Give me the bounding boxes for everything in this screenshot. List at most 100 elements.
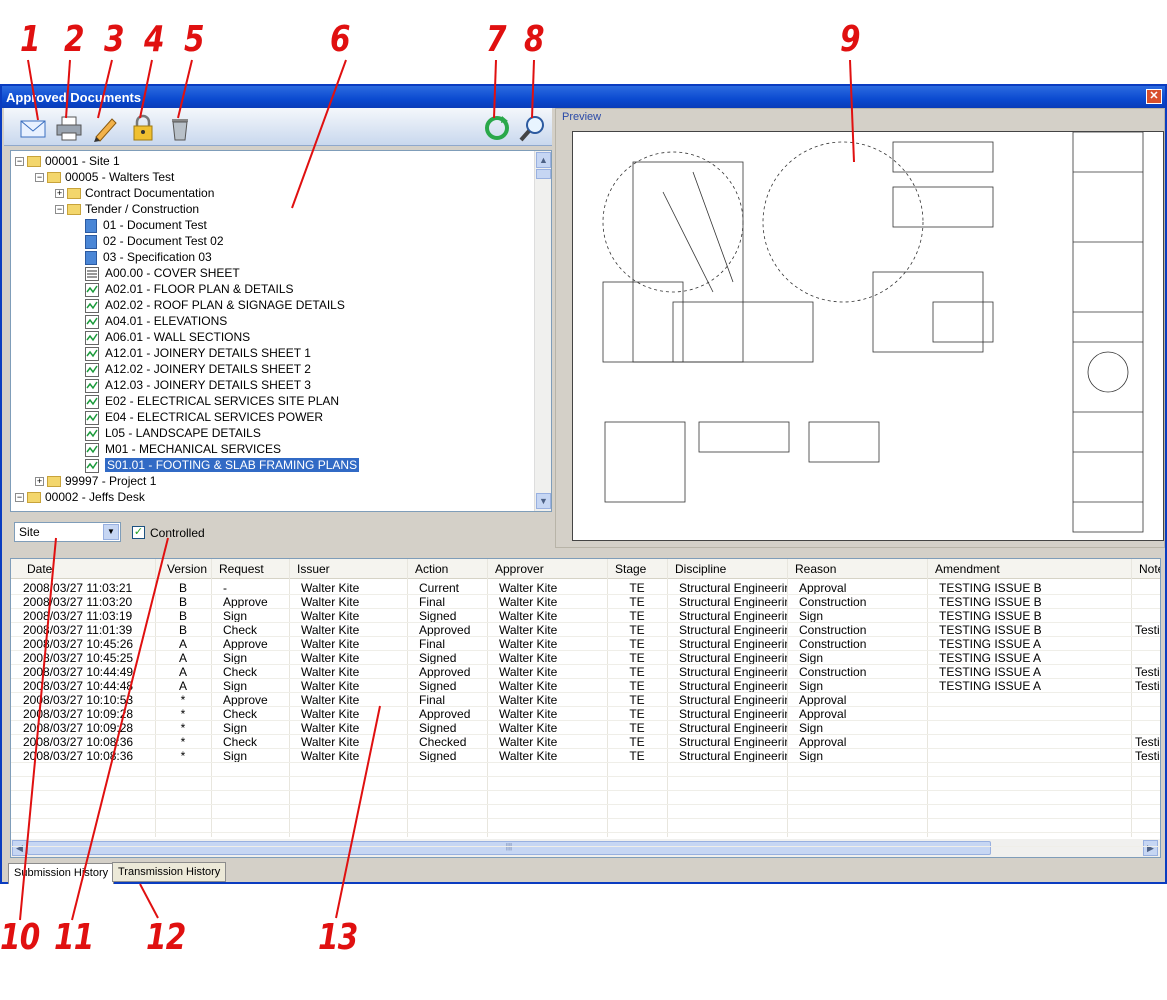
drawing-preview[interactable] [572, 131, 1164, 541]
tree-item[interactable]: −00002 - Jeffs Desk [15, 489, 145, 505]
tree-item[interactable]: E04 - ELECTRICAL SERVICES POWER [85, 409, 323, 425]
tree-item[interactable]: −00001 - Site 1 [15, 153, 120, 169]
lock-icon[interactable] [128, 113, 158, 143]
column-header[interactable]: Approver [495, 562, 544, 576]
edit-icon[interactable] [90, 113, 120, 143]
tree-item-label: 00005 - Walters Test [65, 170, 175, 184]
column-separator [289, 559, 290, 837]
tree-item[interactable]: M01 - MECHANICAL SERVICES [85, 441, 281, 457]
scroll-left-button[interactable]: ◀ [12, 840, 27, 856]
tree-item[interactable]: A12.02 - JOINERY DETAILS SHEET 2 [85, 361, 311, 377]
column-header[interactable]: Request [219, 562, 264, 576]
expand-toggle-icon[interactable]: − [15, 156, 24, 167]
refresh-icon[interactable] [482, 113, 512, 143]
close-button[interactable]: ✕ [1146, 89, 1162, 104]
table-cell: Structural Engineering [679, 609, 787, 623]
expand-toggle-icon[interactable]: + [35, 476, 44, 487]
table-cell: TE [629, 623, 645, 637]
tree-item[interactable]: 02 - Document Test 02 [85, 233, 224, 249]
scroll-thumb[interactable] [536, 169, 551, 179]
print-icon[interactable] [54, 113, 84, 143]
tab-submission-history[interactable]: Submission History [8, 863, 115, 884]
tree-item-label: A12.01 - JOINERY DETAILS SHEET 1 [105, 346, 311, 360]
column-header[interactable]: Action [415, 562, 449, 576]
table-cell: A [178, 637, 187, 651]
horizontal-scroll-thumb[interactable]: ||| [27, 841, 991, 855]
tree-item[interactable]: A12.01 - JOINERY DETAILS SHEET 1 [85, 345, 311, 361]
expand-toggle-icon[interactable]: − [15, 492, 24, 503]
row-gridline [11, 720, 1160, 721]
column-header[interactable]: Stage [615, 562, 647, 576]
column-header[interactable]: Version [167, 562, 208, 576]
callout-2: 2 [64, 19, 85, 60]
horizontal-scrollbar[interactable]: ◀ ||| ▶ [11, 839, 1160, 857]
callout-12: 12 [146, 917, 186, 958]
recycle-bin-icon[interactable] [164, 113, 194, 143]
expand-toggle-icon[interactable]: − [55, 204, 64, 215]
tree-item[interactable]: A06.01 - WALL SECTIONS [85, 329, 250, 345]
table-cell: TESTING ISSUE A [939, 665, 1042, 679]
site-dropdown[interactable]: Site ▼ [14, 522, 121, 542]
tree-item[interactable]: A12.03 - JOINERY DETAILS SHEET 3 [85, 377, 311, 393]
table-cell: Current [419, 581, 460, 595]
scroll-down-button[interactable]: ▼ [536, 493, 551, 509]
table-cell: Walter Kite [499, 595, 558, 609]
tree-item[interactable]: A00.00 - COVER SHEET [85, 265, 240, 281]
tree-scrollbar[interactable]: ▲ ▼ [534, 151, 551, 511]
table-cell: Construction [799, 623, 867, 637]
grid-header: Date Version Request Issuer Action Approver St… [11, 559, 1160, 579]
tree-item[interactable]: −Tender / Construction [55, 201, 199, 217]
tree-item[interactable]: 03 - Specification 03 [85, 249, 212, 265]
tree-item[interactable]: A02.02 - ROOF PLAN & SIGNAGE DETAILS [85, 297, 345, 313]
column-header[interactable]: Note [1139, 562, 1160, 576]
tree-item[interactable]: +Contract Documentation [55, 185, 214, 201]
table-cell: Walter Kite [499, 623, 558, 637]
tree-item[interactable]: L05 - LANDSCAPE DETAILS [85, 425, 261, 441]
expand-toggle-icon[interactable]: + [55, 188, 64, 199]
table-cell: Testi [1135, 623, 1160, 637]
column-separator [787, 559, 788, 837]
drawing-icon [85, 346, 99, 361]
column-header[interactable]: Date [27, 562, 53, 576]
tree-item-label: A00.00 - COVER SHEET [105, 266, 240, 280]
table-cell: Sign [223, 679, 248, 693]
tree-item[interactable]: A04.01 - ELEVATIONS [85, 313, 227, 329]
table-cell: Walter Kite [301, 679, 360, 693]
tree-item[interactable]: 01 - Document Test [85, 217, 207, 233]
table-cell: Walter Kite [499, 665, 558, 679]
column-header[interactable]: Issuer [297, 562, 330, 576]
tree-item[interactable]: S01.01 - FOOTING & SLAB FRAMING PLANS [85, 457, 360, 473]
expand-toggle-icon[interactable]: − [35, 172, 44, 183]
scroll-up-button[interactable]: ▲ [536, 152, 551, 168]
tree-item[interactable]: − 00005 - Walters Test [35, 169, 174, 185]
chevron-down-icon[interactable]: ▼ [103, 524, 119, 540]
tree-item[interactable]: +99997 - Project 1 [35, 473, 156, 489]
controlled-checkbox[interactable]: ✓ [132, 526, 145, 539]
email-icon[interactable] [18, 113, 48, 143]
scroll-right-button[interactable]: ▶ [1143, 840, 1158, 856]
zoom-icon[interactable] [518, 113, 548, 143]
column-header[interactable]: Reason [795, 562, 837, 576]
column-header[interactable]: Discipline [675, 562, 727, 576]
column-header[interactable]: Amendment [935, 562, 1000, 576]
tab-transmission-history[interactable]: Transmission History [112, 862, 227, 882]
tree-item-label: A06.01 - WALL SECTIONS [105, 330, 251, 344]
tree-item[interactable]: E02 - ELECTRICAL SERVICES SITE PLAN [85, 393, 339, 409]
document-tree[interactable]: ▲ ▼ −00001 - Site 1−00005 - Walters Test… [10, 150, 552, 512]
table-cell: Approval [799, 735, 847, 749]
tree-item[interactable]: A02.01 - FLOOR PLAN & DETAILS [85, 281, 294, 297]
